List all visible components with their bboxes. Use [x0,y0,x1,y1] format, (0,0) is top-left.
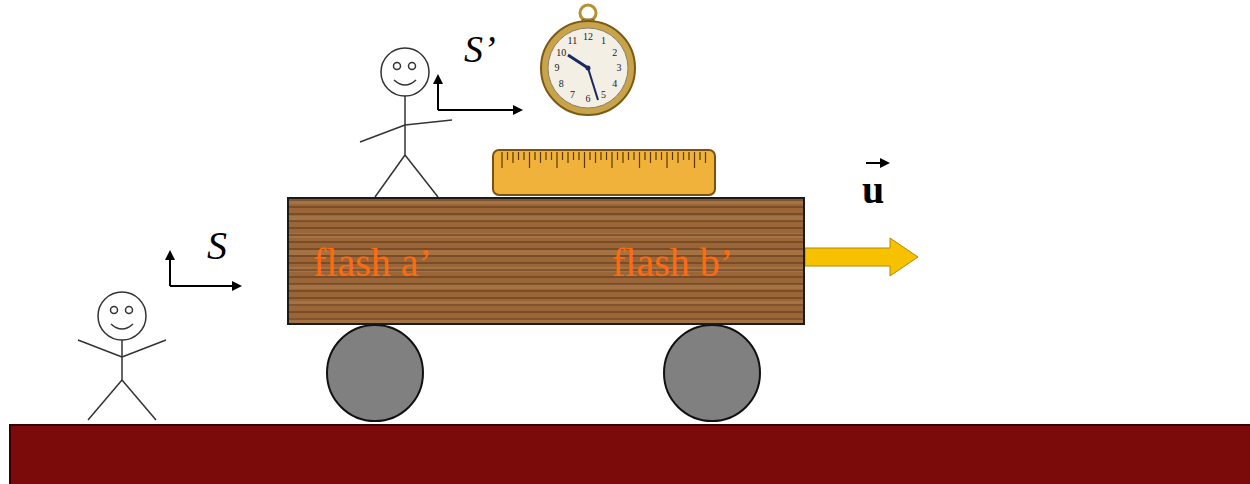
ruler-tick [518,152,519,160]
axis-arrow [169,252,171,286]
watch-case [541,21,635,115]
axis-arrow [170,285,240,287]
clock-numeral: 12 [583,32,593,42]
ruler-tick [666,152,667,168]
velocity-symbol: u [862,170,884,210]
ground-track [10,425,1250,484]
clock-numeral: 3 [617,63,622,73]
axis-arrow [437,76,439,110]
flash-label: flash a’ [313,243,432,283]
hour-hand [568,55,588,68]
frame-label: S’ [464,30,496,68]
ruler-tick [589,152,590,160]
ruler-tick [529,152,530,168]
clock-numeral: 10 [556,48,566,58]
cart-wheel [327,325,423,421]
ruler-tick [584,152,585,168]
ruler-tick [661,152,662,160]
frame-label: S [207,226,227,266]
ruler-tick [677,152,678,163]
ruler-tick [573,152,574,160]
ruler-tick [655,152,656,160]
ruler-tick [639,152,640,168]
ruler-tick [540,152,541,163]
ruler-tick [551,152,552,160]
ruler-tick [650,152,651,163]
stick-figure [78,292,166,420]
ruler-tick [622,152,623,163]
vector-arrow-accent [866,162,888,164]
cart-body: flash a’ flash b’ [287,197,805,325]
axis-arrow [438,109,521,111]
clock-numeral: 5 [601,90,606,100]
ruler [493,150,715,195]
clock-numeral: 2 [612,48,617,58]
velocity-arrow [805,238,918,276]
ruler-ticks [502,152,706,168]
stick-figure [360,48,452,197]
cart-wheel [664,325,760,421]
ruler-tick [507,152,508,160]
ruler-tick [633,152,634,160]
ruler-tick [562,152,563,160]
ruler-tick [699,152,700,160]
watch-pivot [586,66,591,71]
ruler-tick [578,152,579,160]
ruler-tick [694,152,695,168]
ruler-tick [617,152,618,160]
ruler-tick [606,152,607,160]
ruler-tick [501,152,502,168]
ruler-tick [556,152,557,168]
clock-numeral: 8 [559,79,564,89]
ruler-tick [534,152,535,160]
clock-numeral: 11 [568,36,578,46]
clock-numeral: 9 [555,63,560,73]
ruler-tick [628,152,629,160]
ruler-tick [705,152,706,163]
ruler-tick [688,152,689,160]
clock-numeral: 7 [570,90,575,100]
ruler-tick [512,152,513,163]
ruler-tick [683,152,684,160]
watch-face [548,28,628,108]
ruler-tick [567,152,568,163]
ruler-tick [672,152,673,160]
ruler-tick [600,152,601,160]
ruler-tick [545,152,546,160]
ruler-tick [644,152,645,160]
flash-label: flash b’ [612,243,733,283]
clock-numeral: 1 [601,36,606,46]
clock-numeral: 4 [612,79,617,89]
ruler-tick [595,152,596,163]
ruler-tick [611,152,612,168]
clock-numeral: 6 [586,94,591,104]
ruler-tick [523,152,524,160]
